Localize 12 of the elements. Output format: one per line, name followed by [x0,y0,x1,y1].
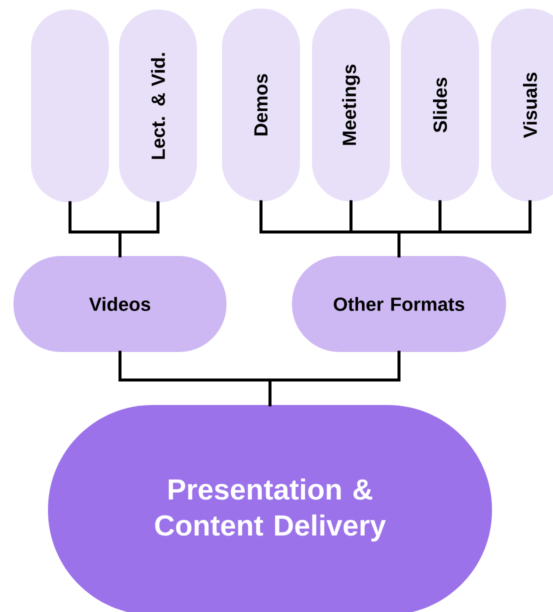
category-pill: Videos [14,256,226,352]
item-pill: Visuals [491,8,553,202]
item-pill: Meetings [312,8,390,202]
item-pill: Lect. & Vid. [119,10,197,202]
item-pill: Demos [222,8,300,202]
category-pill: Other Formats [292,256,506,352]
item-pill: Slides [401,8,479,202]
connector [398,200,532,258]
item-pill [31,10,109,202]
connector [118,201,160,258]
delivery-pill: Presentation & Content Delivery [48,405,492,612]
connector [268,350,400,406]
